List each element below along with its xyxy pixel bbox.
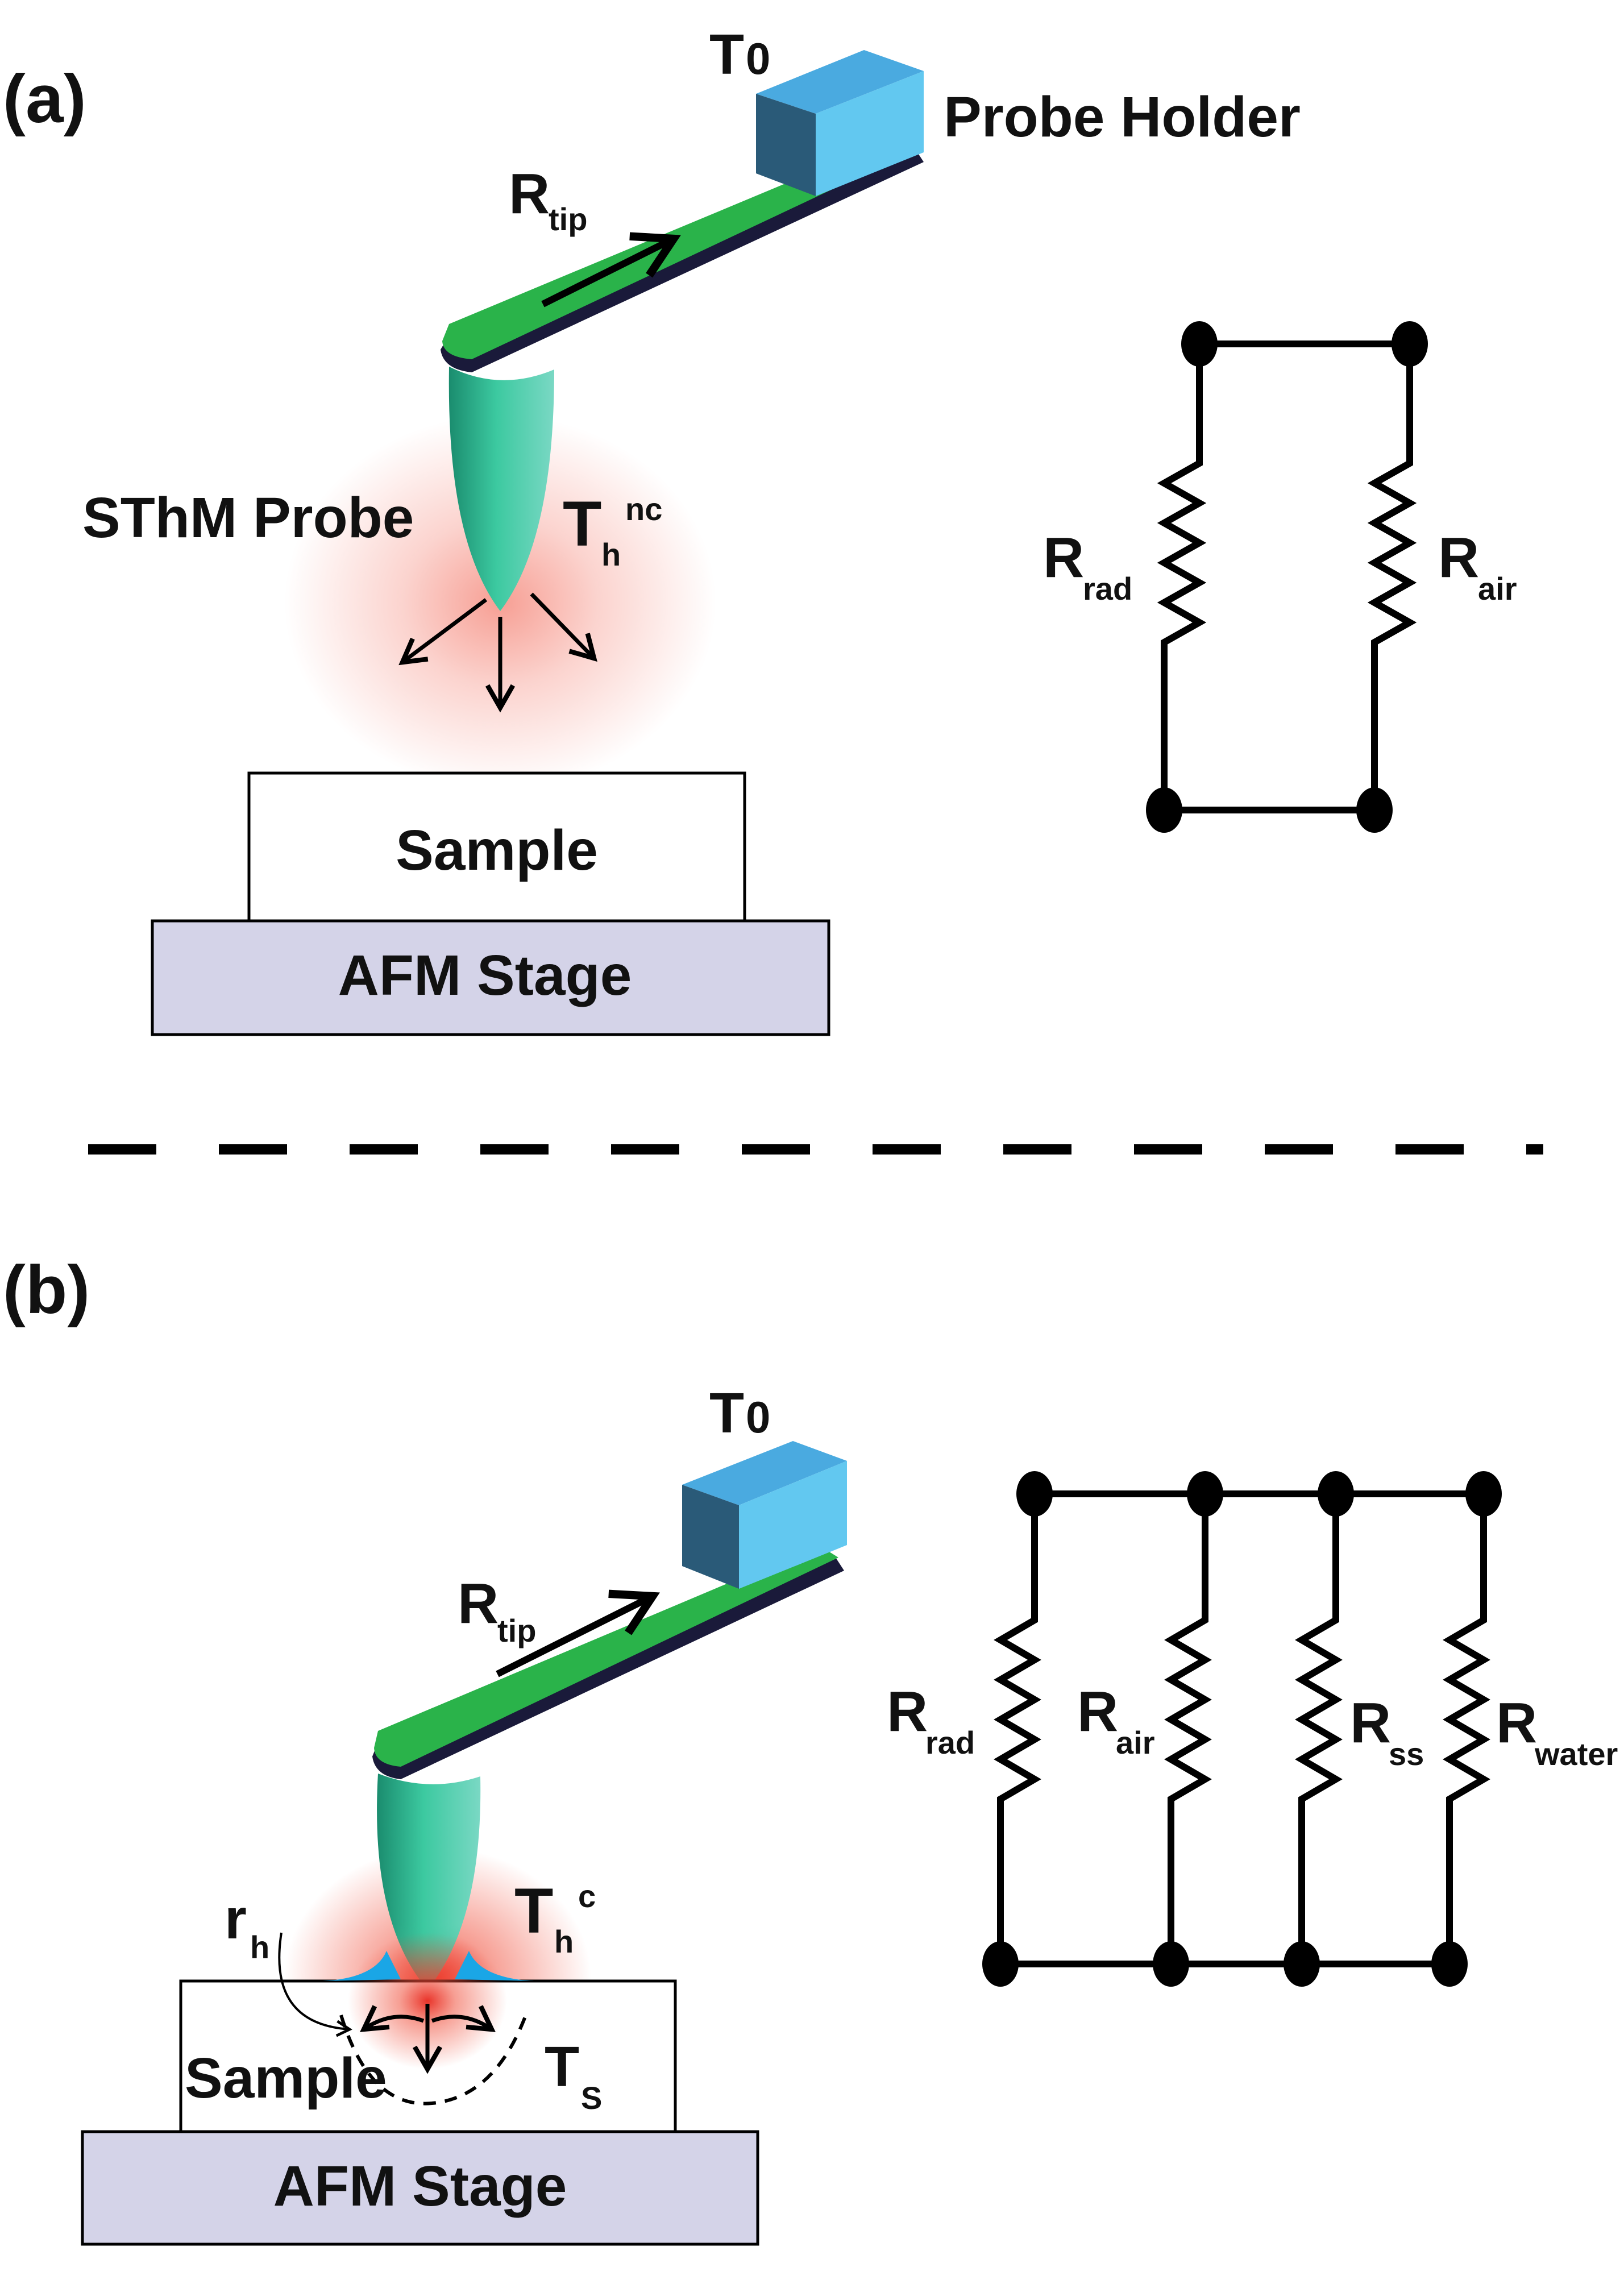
contact-radius-label: r h xyxy=(225,1887,269,1965)
svg-text:T: T xyxy=(709,23,744,86)
afm-stage-label: AFM Stage xyxy=(338,944,632,1007)
panel-a: (a) T 0 Probe Holder xyxy=(3,23,1517,1036)
svg-text:R: R xyxy=(1350,1691,1391,1755)
sample-label: Sample xyxy=(185,2046,387,2110)
svg-text:air: air xyxy=(1478,571,1517,607)
cantilever xyxy=(372,1545,844,1779)
r-air-label: R air xyxy=(1438,526,1517,607)
holder-temp-label: T 0 xyxy=(709,23,770,86)
svg-text:c: c xyxy=(578,1878,596,1914)
svg-text:r: r xyxy=(225,1887,247,1951)
afm-stage-label: AFM Stage xyxy=(273,2154,567,2218)
svg-text:T: T xyxy=(563,488,601,559)
svg-text:rad: rad xyxy=(925,1725,975,1760)
svg-text:tip: tip xyxy=(549,201,587,237)
svg-text:water: water xyxy=(1534,1736,1618,1772)
tip-resistance-label: R tip xyxy=(509,162,587,237)
conduction-arrows xyxy=(360,2004,496,2074)
heat-spreading-zone xyxy=(339,2014,528,2106)
svg-text:R: R xyxy=(1077,1680,1118,1743)
svg-text:S: S xyxy=(581,2080,602,2116)
heat-flow-arrow xyxy=(496,1589,660,1677)
panel-b: (b) AFM Stage xyxy=(3,1252,1618,2246)
r-ss-label: R ss xyxy=(1350,1691,1424,1772)
svg-text:0: 0 xyxy=(746,1392,770,1442)
svg-text:rad: rad xyxy=(1083,571,1132,607)
sample-block xyxy=(247,771,746,923)
heat-flow-arrow xyxy=(541,232,681,308)
contact-radius-pointer xyxy=(278,1932,352,2037)
svg-text:0: 0 xyxy=(746,34,770,84)
probe-holder-label: Probe Holder xyxy=(944,85,1301,149)
r-air-label: R air xyxy=(1077,1680,1155,1760)
radiation-arrows xyxy=(398,592,597,713)
svg-text:T: T xyxy=(709,1381,744,1445)
probe-holder-block xyxy=(682,1441,847,1589)
svg-text:nc: nc xyxy=(625,491,662,527)
panel-b-label: (b) xyxy=(3,1252,90,1328)
panel-a-label: (a) xyxy=(3,61,86,137)
r-rad-label: R rad xyxy=(887,1680,975,1760)
svg-text:h: h xyxy=(554,1924,574,1959)
afm-stage xyxy=(151,919,830,1036)
holder-temp-label: T 0 xyxy=(709,1381,770,1445)
water-meniscus xyxy=(323,1951,534,1981)
svg-text:R: R xyxy=(1438,526,1479,589)
thermal-circuit-a: R rad R air xyxy=(1043,321,1517,833)
probe-holder-block xyxy=(756,50,924,196)
afm-stage xyxy=(81,2130,759,2246)
svg-text:R: R xyxy=(1043,526,1084,589)
r-water-label: R water xyxy=(1496,1691,1618,1772)
svg-text:h: h xyxy=(250,1929,269,1965)
svg-text:air: air xyxy=(1116,1725,1155,1760)
svg-text:h: h xyxy=(601,537,621,572)
svg-text:T: T xyxy=(545,2035,579,2099)
svg-text:T: T xyxy=(514,1875,553,1946)
heater-temp-label: T h c xyxy=(514,1875,596,1959)
sample-label: Sample xyxy=(396,819,598,882)
svg-text:R: R xyxy=(458,1572,499,1635)
sthm-tip xyxy=(448,367,554,611)
svg-text:R: R xyxy=(1496,1691,1537,1755)
sthm-probe-label: SThM Probe xyxy=(82,486,414,550)
thermal-circuit-b: R rad R air R ss R water xyxy=(887,1471,1618,1987)
svg-text:tip: tip xyxy=(497,1613,536,1648)
heater-temp-label: T h nc xyxy=(563,488,662,572)
tip-resistance-label: R tip xyxy=(458,1572,536,1648)
sample-temp-label: T S xyxy=(545,2035,602,2116)
svg-text:R: R xyxy=(509,162,550,226)
svg-text:R: R xyxy=(887,1680,928,1743)
svg-text:ss: ss xyxy=(1389,1736,1424,1772)
r-rad-label: R rad xyxy=(1043,526,1132,607)
